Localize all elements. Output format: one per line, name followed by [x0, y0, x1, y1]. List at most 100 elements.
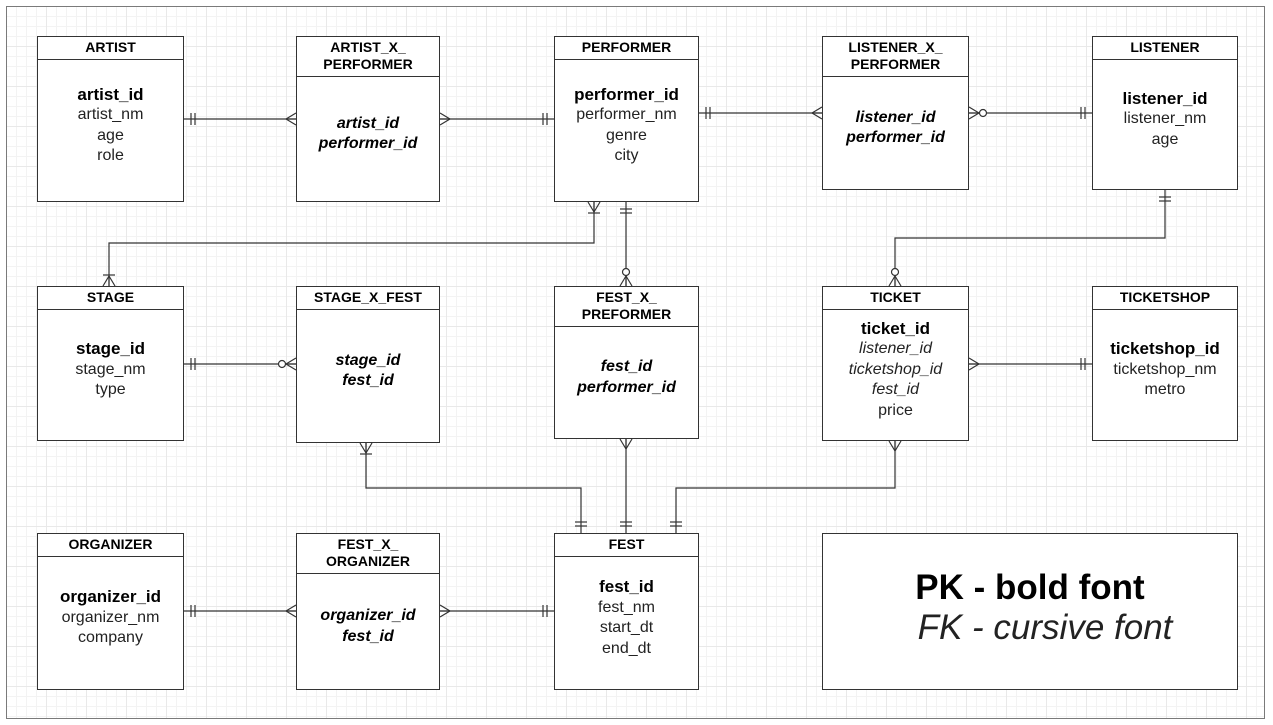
entity-stage-x-fest: STAGE_X_FEST stage_id fest_id	[296, 286, 440, 443]
crows-foot-mark	[968, 106, 980, 114]
crows-foot-mark	[439, 118, 451, 126]
entity-fest: FEST fest_id fest_nm start_dt end_dt	[554, 533, 699, 690]
attribute: end_dt	[602, 639, 651, 657]
crows-foot-mark	[811, 106, 823, 114]
attribute: role	[97, 147, 124, 164]
crows-foot-mark	[587, 201, 595, 213]
foreign-key-attribute: listener_id	[859, 340, 932, 358]
key-attribute: stage_id	[335, 351, 401, 369]
crows-foot-mark	[439, 112, 451, 120]
crows-foot-mark	[968, 112, 980, 120]
crows-foot-mark	[968, 363, 980, 371]
crows-foot-mark	[625, 438, 633, 450]
crows-foot-mark	[888, 440, 896, 452]
key-attribute: organizer_id	[320, 607, 416, 624]
crows-foot-mark	[359, 442, 367, 454]
entity-attributes: organizer_id fest_id	[297, 574, 439, 689]
relationship-ticket-fest	[675, 441, 896, 533]
crows-foot-mark	[102, 275, 110, 287]
entity-attributes: artist_id performer_id	[297, 77, 439, 201]
entity-attributes: listener_id performer_id	[823, 77, 968, 189]
legend-fk-text: FK - cursive font	[917, 607, 1173, 647]
key-attribute: performer_id	[318, 135, 418, 152]
entity-listener-x-performer: LISTENER_X_PERFORMER listener_id performer…	[822, 36, 969, 190]
key-attribute: performer_id	[577, 378, 676, 396]
primary-key-attribute: organizer_id	[59, 587, 162, 607]
crows-foot-mark	[285, 363, 297, 371]
primary-key-attribute: fest_id	[599, 577, 654, 596]
entity-title: ORGANIZER	[38, 534, 183, 557]
entity-title: STAGE	[38, 287, 183, 310]
crows-foot-mark	[894, 275, 902, 287]
crows-foot-mark	[285, 118, 297, 126]
crows-foot-mark	[365, 442, 373, 454]
entity-attributes: fest_id fest_nm start_dt end_dt	[555, 557, 698, 689]
entity-title: TICKETSHOP	[1093, 287, 1237, 310]
crows-foot-mark	[285, 610, 297, 618]
key-attribute: fest_id	[342, 627, 394, 645]
attribute: artist_nm	[77, 106, 144, 123]
crows-foot-mark	[894, 440, 902, 452]
crows-foot-mark	[811, 112, 823, 120]
attribute: age	[97, 126, 124, 144]
crows-foot-mark	[285, 357, 297, 365]
crows-foot-mark	[439, 604, 451, 612]
key-attribute: fest_id	[342, 372, 394, 389]
key-attribute: listener_id	[855, 108, 936, 126]
attribute: organizer_nm	[61, 608, 160, 626]
crows-foot-mark	[439, 610, 451, 618]
entity-title: PERFORMER	[555, 37, 698, 60]
key-attribute: fest_id	[600, 358, 653, 375]
optional-circle	[277, 359, 287, 369]
attribute: performer_nm	[576, 106, 677, 123]
relationship-stage-x-fest-fest	[365, 443, 582, 533]
entity-title: TICKET	[823, 287, 968, 310]
legend-pk-text: PK - bold font	[915, 567, 1145, 607]
entity-title: LISTENER_X_PERFORMER	[823, 37, 968, 77]
attribute: metro	[1144, 381, 1186, 399]
crows-foot-mark	[619, 438, 627, 450]
relationship-listener-ticket	[894, 190, 1166, 286]
entity-fest-x-organizer: FEST_X_ORGANIZER organizer_id fest_id	[296, 533, 440, 690]
key-attribute: performer_id	[846, 129, 945, 146]
key-attribute: artist_id	[336, 114, 400, 132]
attribute: stage_nm	[75, 360, 146, 378]
crows-foot-mark	[285, 112, 297, 120]
crows-foot-mark	[593, 201, 601, 213]
entity-title: FEST	[555, 534, 698, 557]
crows-foot-mark	[108, 275, 116, 287]
foreign-key-attribute: ticketshop_id	[848, 360, 943, 378]
primary-key-attribute: stage_id	[76, 339, 145, 359]
crows-foot-mark	[285, 604, 297, 612]
entity-title: LISTENER	[1093, 37, 1237, 60]
attribute: genre	[606, 126, 647, 144]
attribute: city	[614, 147, 639, 164]
entity-title: STAGE_X_FEST	[297, 287, 439, 310]
attribute: ticketshop_nm	[1113, 360, 1217, 378]
entity-title: FEST_X_ORGANIZER	[297, 534, 439, 574]
attribute: listener_nm	[1123, 110, 1207, 128]
primary-key-attribute: ticketshop_id	[1110, 339, 1220, 359]
primary-key-attribute: ticket_id	[861, 318, 930, 338]
attribute: start_dt	[599, 619, 654, 636]
primary-key-attribute: performer_id	[574, 84, 679, 104]
entity-title: ARTIST_X_PERFORMER	[297, 37, 439, 77]
crows-foot-mark	[888, 275, 896, 287]
entity-artist-x-performer: ARTIST_X_PERFORMER artist_id performer_id	[296, 36, 440, 202]
attribute: price	[878, 401, 913, 419]
attribute: fest_nm	[598, 598, 655, 616]
crows-foot-mark	[625, 275, 633, 287]
